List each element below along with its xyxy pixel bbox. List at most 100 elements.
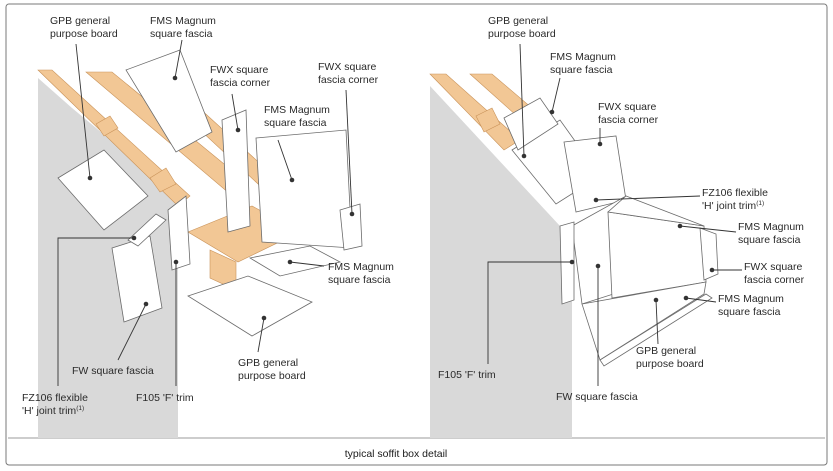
dot-r-f105 <box>569 259 575 265</box>
dot-l-fz106 <box>131 235 137 241</box>
l-fwx-a-line2: fascia corner <box>210 77 271 89</box>
r-fwx-low-line1: FWX square <box>744 261 803 273</box>
dot-r-fms-low <box>683 295 689 301</box>
right-fwx-corner-low <box>699 227 719 281</box>
right-fms-low-strip <box>599 293 713 367</box>
left-batten-2 <box>149 167 177 193</box>
dot-l-fms-top <box>172 75 178 81</box>
l-gpb-top-line2: purpose board <box>50 28 118 40</box>
left-gpb-upper-board <box>57 149 149 231</box>
right-gpb-top-board <box>503 97 559 151</box>
leader-r-fms-mid <box>679 225 737 233</box>
leader-l-fms-top <box>174 39 183 79</box>
l-gpb-top-line1: GPB general <box>50 15 110 27</box>
right-illustration <box>429 73 719 438</box>
r-fz106-line2: 'H' joint trim(1) <box>702 200 764 212</box>
right-gpb-low-board <box>581 281 707 361</box>
leader-r-f105 <box>487 261 572 364</box>
l-fwx-b-line1: FWX square <box>318 61 377 73</box>
l-gpb-low-line1: GPB general <box>238 357 298 369</box>
dot-r-fms-top <box>549 109 555 115</box>
leader-r-fms-top <box>551 77 561 113</box>
l-gpb-low-line2: purpose board <box>238 370 306 382</box>
diagram-frame <box>5 3 828 466</box>
r-fms-low-line2: square fascia <box>718 306 781 318</box>
r-fwx-low-line2: fascia corner <box>744 274 805 286</box>
leader-l-gpb-low <box>257 317 265 353</box>
left-gpb-lower-board <box>187 275 313 337</box>
dot-r-fw <box>595 263 601 269</box>
l-fms-low-line1: FMS Magnum <box>328 261 394 273</box>
l-fwx-a-line1: FWX square <box>210 64 269 76</box>
l-fw-label: FW square fascia <box>72 365 154 377</box>
dot-r-fwx <box>597 141 603 147</box>
r-fwx-line2: fascia corner <box>598 114 659 126</box>
right-leaders <box>487 43 742 386</box>
diagram-caption: typical soffit box detail <box>345 448 448 460</box>
leader-r-fms-low <box>685 297 717 303</box>
leader-l-fw <box>117 303 147 361</box>
r-fms-mid-line1: FMS Magnum <box>738 221 804 233</box>
right-fms-mid-top <box>607 195 705 227</box>
l-fms-low-line2: square fascia <box>328 274 391 286</box>
leader-r-fz106 <box>595 195 701 201</box>
left-rafter-1 <box>37 69 191 207</box>
left-labels: GPB general purpose board FMS Magnum squ… <box>22 15 394 417</box>
dot-l-fwx-b <box>349 211 355 217</box>
left-fms-low-board <box>248 245 342 277</box>
r-gpb-top-line2: purpose board <box>488 28 556 40</box>
left-leaders <box>57 39 355 386</box>
r-gpb-low-line1: GPB general <box>636 345 696 357</box>
dot-l-fwx-a <box>235 127 241 133</box>
dot-l-fms-low <box>287 259 293 265</box>
dot-r-gpb-top <box>521 153 527 159</box>
left-fms-top-board <box>125 49 213 153</box>
left-f105-trim <box>167 195 191 271</box>
leader-r-gpb-low <box>655 299 659 345</box>
leader-l-fwx-b <box>345 89 353 215</box>
dot-l-f105 <box>173 259 179 265</box>
leader-l-fwx-a <box>231 93 239 131</box>
dot-l-gpb-top <box>87 175 93 181</box>
l-fz106-line2: 'H' joint trim(1) <box>22 405 84 417</box>
left-fwx-corner-b <box>339 203 363 251</box>
left-fz106-trim <box>127 213 167 247</box>
r-fz106-line1: FZ106 flexible <box>702 187 768 199</box>
left-fwx-corner-a <box>221 109 251 233</box>
l-fms-top-line2: square fascia <box>150 28 213 40</box>
r-fz106-line2-text: 'H' joint trim <box>702 200 756 212</box>
r-fms-low-line1: FMS Magnum <box>718 293 784 305</box>
r-f105-label: F105 'F' trim <box>438 369 496 381</box>
r-fw-label: FW square fascia <box>556 391 638 403</box>
dot-r-fms-mid <box>677 223 683 229</box>
leader-l-gpb-top <box>75 43 91 179</box>
r-fms-top-line1: FMS Magnum <box>550 51 616 63</box>
leader-l-fms-low <box>289 261 325 267</box>
dot-l-fms-mid <box>289 177 295 183</box>
leader-l-fz106 <box>57 237 134 386</box>
right-f105-trim <box>559 221 575 305</box>
dot-l-gpb-low <box>261 315 267 321</box>
r-fz106-superscript: (1) <box>756 200 764 207</box>
right-batten <box>475 107 501 133</box>
left-fms-mid-board <box>255 129 353 249</box>
l-fz106-line1: FZ106 flexible <box>22 392 88 404</box>
dot-r-gpb-low <box>653 297 659 303</box>
dot-r-fz106 <box>593 197 599 203</box>
r-gpb-low-line2: purpose board <box>636 358 704 370</box>
l-fms-mid-line1: FMS Magnum <box>264 104 330 116</box>
l-fms-top-line1: FMS Magnum <box>150 15 216 27</box>
dot-r-fwx-low <box>709 267 715 273</box>
r-fms-mid-line2: square fascia <box>738 234 801 246</box>
l-fz106-superscript: (1) <box>76 405 84 412</box>
dot-l-fw <box>143 301 149 307</box>
leader-r-gpb-top <box>519 43 525 157</box>
l-fz106-line2-text: 'H' joint trim <box>22 405 76 417</box>
l-fwx-b-line2: fascia corner <box>318 74 379 86</box>
right-labels: GPB general purpose board FMS Magnum squ… <box>438 15 805 403</box>
left-batten-1 <box>95 115 119 137</box>
r-gpb-top-line1: GPB general <box>488 15 548 27</box>
l-f105-label: F105 'F' trim <box>136 392 194 404</box>
